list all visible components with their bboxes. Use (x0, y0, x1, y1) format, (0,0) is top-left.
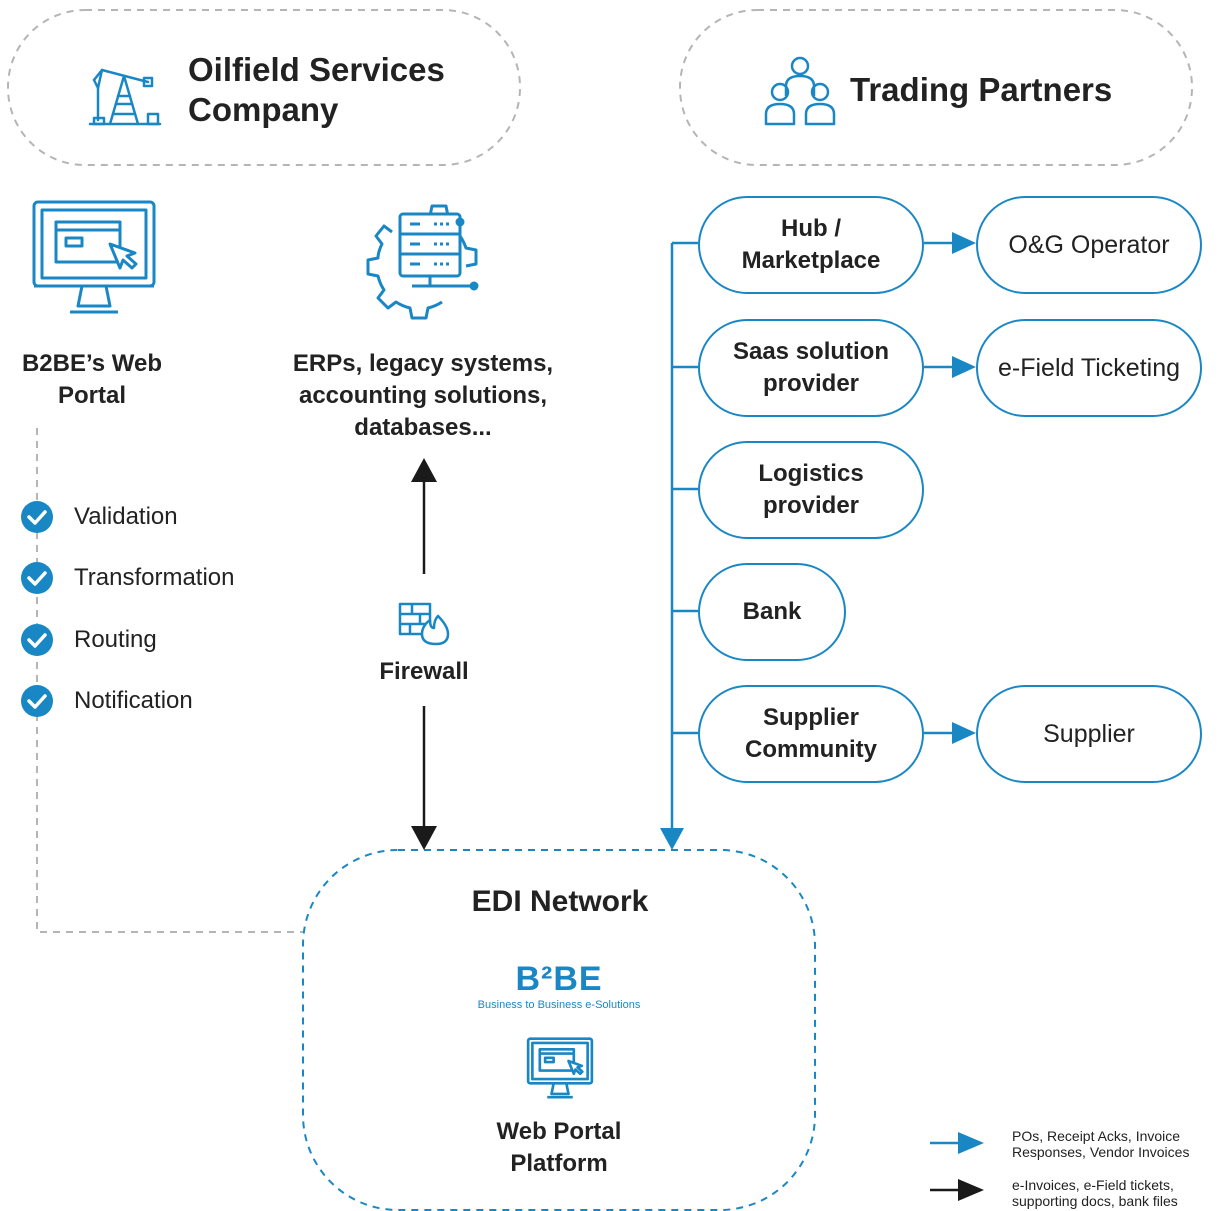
partner-label: Saas solution provider (732, 338, 890, 397)
partners-group-title: Trading Partners (850, 71, 1113, 108)
firewall-to-erp-arrow (411, 458, 437, 574)
check-circle-icon (21, 562, 53, 594)
target-supplier: Supplier (976, 685, 1202, 783)
erp-systems-label: ERPs, legacy systems, accounting solutio… (292, 350, 554, 441)
company-group-boundary (7, 9, 521, 166)
partner-label: Bank (742, 598, 802, 625)
platform-monitor-icon (526, 1036, 594, 1102)
legend-blue-label: POs, Receipt Acks, Invoice Responses, Ve… (1012, 1128, 1190, 1160)
b2be-logo: B²BE Business to Business e-Solutions (476, 960, 642, 1018)
feature-transformation: Transformation (20, 558, 235, 598)
partners-group-boundary (679, 9, 1193, 166)
legend-black-label: e-Invoices, e-Field tickets, supporting … (1012, 1177, 1178, 1209)
feature-label: Transformation (74, 564, 235, 591)
feature-label: Validation (74, 503, 178, 530)
partner-label: Supplier Community (745, 704, 877, 763)
b2be-logo-tagline: Business to Business e-Solutions (477, 999, 641, 1011)
partners-trunk-connector (660, 241, 698, 850)
web-portal-label: B2BE’s Web Portal (21, 350, 163, 409)
feature-routing: Routing (20, 620, 157, 660)
server-gear-icon (356, 196, 486, 320)
check-circle-icon (21, 685, 53, 717)
target-label: Supplier (1043, 720, 1135, 748)
hub-to-operator-arrow (924, 232, 976, 254)
partners-people-icon (762, 52, 838, 128)
firewall-label: Firewall (379, 658, 469, 685)
platform-label: Web Portal Platform (496, 1118, 622, 1177)
target-label: O&G Operator (1008, 231, 1170, 259)
partner-bank: Bank (698, 563, 846, 661)
feature-label: Routing (74, 626, 157, 653)
partner-hub-marketplace: Hub / Marketplace (698, 196, 924, 294)
web-portal-monitor-icon (30, 198, 158, 320)
check-circle-icon (21, 624, 53, 656)
company-group-title: Oilfield Services Company (188, 51, 445, 128)
edi-network-title: EDI Network (471, 885, 649, 918)
partner-label: Hub / Marketplace (741, 215, 881, 274)
portal-to-edi-connector (36, 428, 303, 933)
firewall-to-edi-arrow (411, 706, 437, 850)
b2be-logo-mark: B²BE (515, 960, 603, 998)
target-og-operator: O&G Operator (976, 196, 1202, 294)
pumpjack-icon (88, 52, 164, 128)
community-to-supplier-arrow (924, 722, 976, 744)
check-circle-icon (21, 501, 53, 533)
saas-to-ticketing-arrow (924, 356, 976, 378)
target-e-field-ticketing: e-Field Ticketing (976, 319, 1202, 417)
edi-network-boundary (302, 849, 816, 1211)
partner-logistics-provider: Logistics provider (698, 441, 924, 539)
feature-label: Notification (74, 687, 193, 714)
legend-black-arrow (930, 1179, 984, 1201)
firewall-icon (398, 602, 450, 646)
feature-validation: Validation (20, 497, 178, 537)
feature-notification: Notification (20, 681, 193, 721)
partner-label: Logistics provider (758, 460, 864, 519)
partner-saas-provider: Saas solution provider (698, 319, 924, 417)
legend-blue-arrow (930, 1132, 984, 1154)
target-label: e-Field Ticketing (997, 354, 1181, 382)
partner-supplier-community: Supplier Community (698, 685, 924, 783)
